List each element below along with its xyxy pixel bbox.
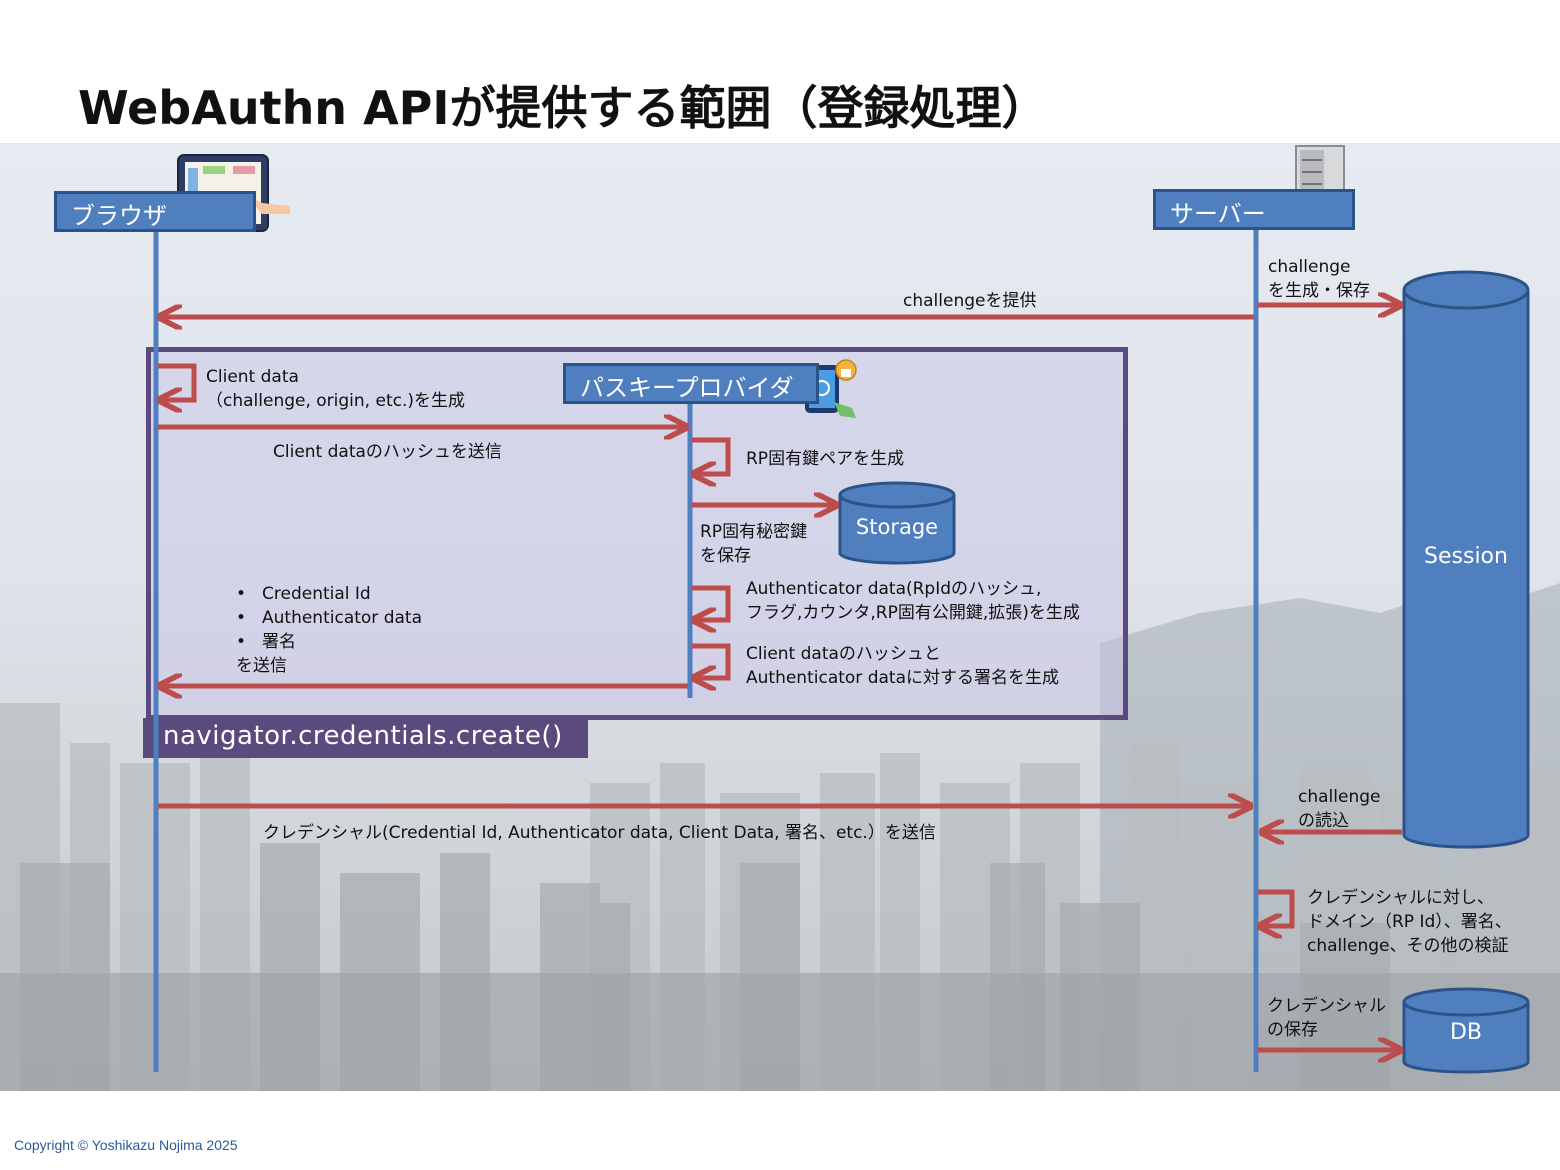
label-hash-send: Client dataのハッシュを送信 (273, 442, 502, 462)
lock-icon (835, 359, 857, 381)
passkey-provider-actor: パスキープロバイダ (563, 363, 819, 404)
label-return-items: •Credential Id •Authenticator data •署名 を… (236, 584, 422, 676)
label-authenticator-data: Authenticator data(RpIdのハッシュ,フラグ,カウンタ,RP… (746, 579, 1080, 623)
label-credential-send: クレデンシャル(Credential Id, Authenticator dat… (263, 823, 936, 843)
browser-actor: ブラウザ (54, 191, 256, 232)
arrow-verify-self (1258, 889, 1295, 926)
db-store (1402, 987, 1530, 1074)
arrow-client-data-self (158, 363, 197, 400)
label-rp-keypair: RP固有鍵ペアを生成 (746, 449, 905, 469)
label-client-data: Client data（challenge, origin, etc.)を生成 (206, 367, 465, 411)
arrow-authdata-self (692, 585, 731, 620)
storage-label: Storage (855, 515, 939, 539)
session-label: Session (1424, 544, 1508, 569)
session-store (1402, 270, 1530, 849)
db-label: DB (1449, 1020, 1483, 1045)
city-background (0, 143, 1560, 1091)
label-rp-private-save: RP固有秘密鍵を保存 (700, 522, 808, 566)
copyright: Copyright © Yoshikazu Nojima 2025 (14, 1137, 238, 1153)
skyline-image (0, 583, 1560, 1091)
arrow-keypair-self (692, 437, 731, 474)
storage-store (838, 481, 956, 565)
webauthn-api-scope-box (146, 347, 1128, 720)
label-credential-save: クレデンシャルの保存 (1267, 996, 1386, 1040)
label-challenge-provide: challengeを提供 (903, 291, 1037, 311)
arrow-signature-self (692, 643, 731, 678)
server-actor: サーバー (1153, 189, 1355, 230)
page-title: WebAuthn APIが提供する範囲（登録処理） (78, 81, 1048, 135)
api-call-label: navigator.credentials.create() (143, 718, 588, 758)
label-verify: クレデンシャルに対し、ドメイン（RP Id）、署名、challenge、その他の… (1307, 888, 1512, 956)
